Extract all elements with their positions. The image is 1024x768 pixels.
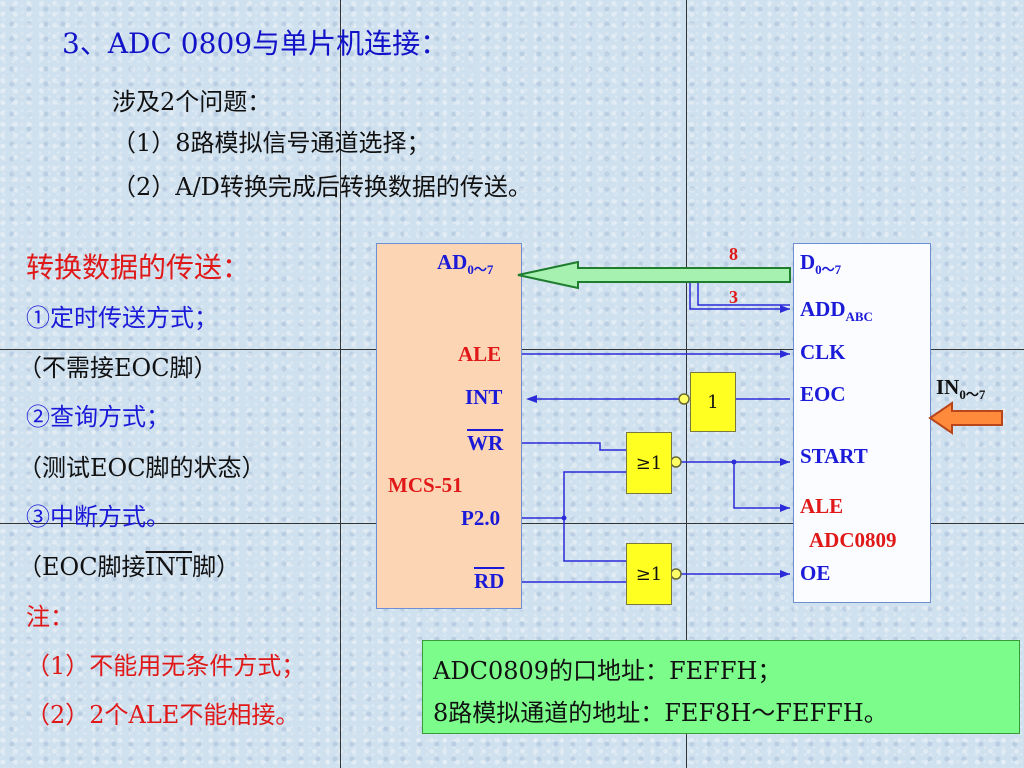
method-interrupt-note: （EOC脚接INT脚）	[18, 553, 241, 581]
method-interrupt: ③中断方式。	[26, 503, 170, 531]
intro-item-2: （2）A/D转换完成后转换数据的传送。	[112, 173, 532, 201]
mcu-pin-int: INT	[465, 385, 503, 409]
guide-line-vertical	[686, 0, 687, 768]
mcs51-chip	[376, 243, 522, 609]
data-bus-arrow	[517, 260, 791, 290]
adc-chip-label: ADC0809	[809, 528, 897, 552]
nor-gate-oe: ≥1	[626, 543, 672, 605]
address-line-channels: 8路模拟通道的地址：FEF8H～FEFFH。	[433, 699, 888, 727]
transfer-heading: 转换数据的传送：	[26, 251, 251, 284]
slide-title: 3、ADC 0809与单片机连接：	[62, 27, 449, 60]
note-1: （1）不能用无条件方式；	[26, 652, 306, 680]
adc-pin-clk: CLK	[800, 340, 846, 364]
adc-pin-ale: ALE	[800, 494, 844, 518]
nor-gate-start: ≥1	[626, 432, 672, 494]
address-line-port: ADC0809的口地址：FEFFH；	[433, 657, 782, 685]
method-timed: ①定时传送方式；	[26, 304, 218, 332]
adc-pin-add: ADDABC	[800, 297, 873, 325]
analog-input-arrow	[928, 401, 1003, 435]
adc-pin-eoc: EOC	[800, 382, 846, 406]
adc0809-chip	[793, 243, 931, 603]
guide-line-vertical	[340, 0, 341, 768]
adc-pin-oe: OE	[800, 561, 831, 585]
intro-lead: 涉及2个问题：	[112, 88, 272, 116]
method-polling-note: （测试EOC脚的状态）	[18, 454, 266, 482]
data-bus-width: 8	[729, 244, 738, 264]
note-2: （2）2个ALE不能相接。	[26, 701, 300, 729]
method-timed-note: （不需接EOC脚）	[18, 354, 218, 382]
adc-pin-start: START	[800, 444, 868, 468]
mcu-pin-wr: WR	[467, 431, 504, 455]
mcu-pin-rd: RD	[474, 569, 505, 593]
mcu-chip-label: MCS-51	[388, 473, 463, 497]
intro-item-1: （1）8路模拟信号通道选择；	[112, 129, 431, 157]
method-polling: ②查询方式；	[26, 403, 170, 431]
address-info-box: ADC0809的口地址：FEFFH； 8路模拟通道的地址：FEF8H～FEFFH…	[422, 640, 1020, 734]
addr-bus-width: 3	[729, 287, 738, 307]
note-label: 注：	[26, 603, 74, 631]
mcu-pin-ad: AD0～7	[437, 250, 494, 278]
adc-pin-d: D0～7	[800, 250, 842, 278]
mcu-pin-p20: P2.0	[461, 506, 501, 530]
analog-input-label: IN0～7	[936, 375, 986, 403]
mcu-pin-ale: ALE	[458, 342, 502, 366]
inverter-gate: 1	[690, 372, 736, 432]
